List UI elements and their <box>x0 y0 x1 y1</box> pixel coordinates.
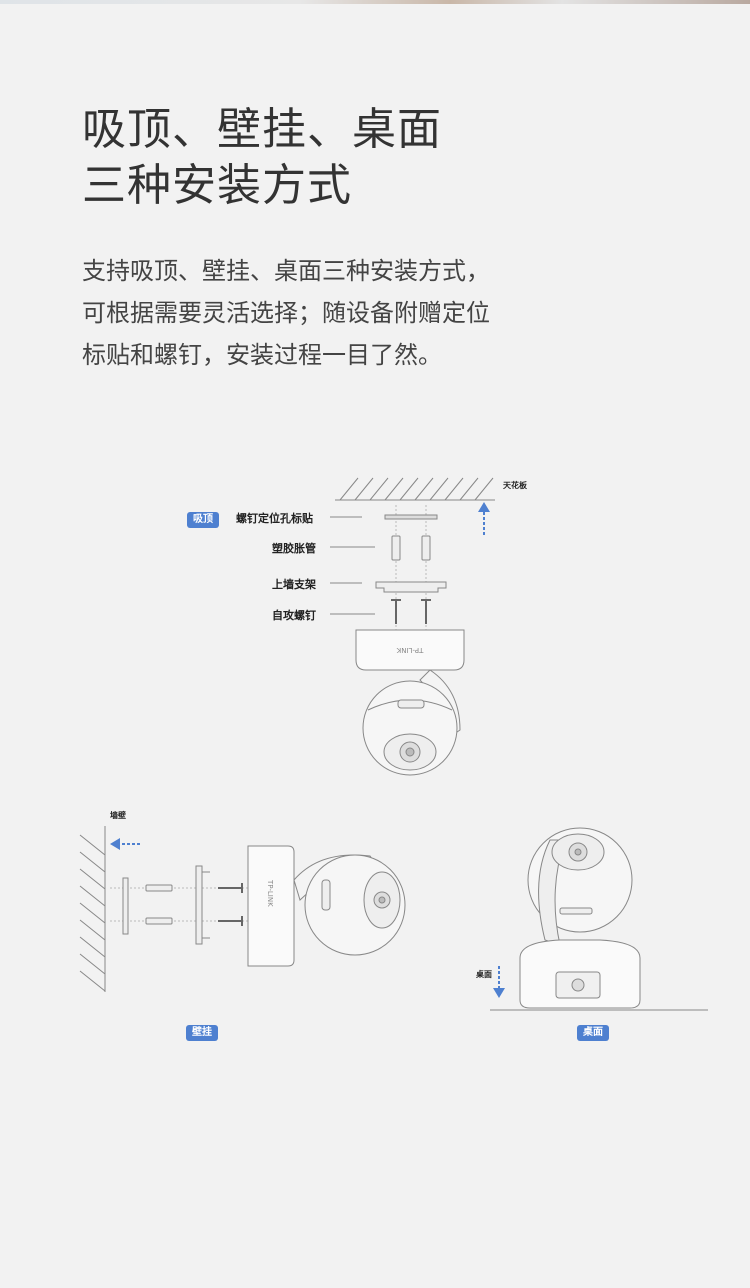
ceiling-illustration <box>335 477 495 501</box>
ceiling-label: 天花板 <box>503 481 527 490</box>
desk-label: 桌面 <box>476 970 492 979</box>
ceiling-mount-tag: 吸顶 <box>187 512 219 528</box>
desk-arrow-icon <box>493 966 505 998</box>
description-line-2: 可根据需要灵活选择；随设备附赠定位 <box>82 299 490 327</box>
description-line-3: 标贴和螺钉，安装过程一目了然。 <box>82 341 442 369</box>
wall-label: 墙壁 <box>110 811 126 820</box>
wall-anchor <box>145 884 173 892</box>
title-line-1: 吸顶、壁挂、桌面 <box>82 104 442 155</box>
wall-guides <box>110 887 250 922</box>
screw-part <box>391 599 431 624</box>
desk-mount-tag: 桌面 <box>577 1025 609 1041</box>
part-label-anchor: 塑胶胀管 <box>272 542 316 555</box>
wall-sticker <box>122 877 129 935</box>
bracket-part <box>375 581 447 593</box>
wall-camera <box>247 845 406 967</box>
wall-mount-tag: 壁挂 <box>186 1025 218 1041</box>
ceiling-arrow-icon <box>478 502 490 535</box>
sticker-part <box>384 514 438 520</box>
top-image-strip <box>0 0 750 4</box>
title-line-2: 三种安装方式 <box>82 160 352 211</box>
description-line-1: 支持吸顶、壁挂、桌面三种安装方式， <box>82 257 490 285</box>
anchor-part <box>391 535 401 561</box>
part-label-bracket: 上墙支架 <box>272 578 316 591</box>
wall-bracket <box>195 865 210 945</box>
wall-illustration <box>79 826 106 992</box>
part-label-sticker: 螺钉定位孔标贴 <box>236 512 313 525</box>
wall-brand-text: TP-LINK <box>266 879 274 907</box>
wall-screw <box>218 883 243 926</box>
wall-arrow-icon <box>110 838 140 850</box>
page-title: 吸顶、壁挂、桌面 三种安装方式 <box>82 102 682 214</box>
ceiling-guides <box>395 505 427 630</box>
description: 支持吸顶、壁挂、桌面三种安装方式， 可根据需要灵活选择；随设备附赠定位 标贴和螺… <box>82 250 682 376</box>
desk-camera <box>519 827 641 1009</box>
ceiling-camera <box>355 629 465 776</box>
ceiling-brand-text: TP-LINK <box>396 646 424 654</box>
part-leader-lines <box>330 516 375 615</box>
part-label-screw: 自攻螺钉 <box>272 609 316 622</box>
